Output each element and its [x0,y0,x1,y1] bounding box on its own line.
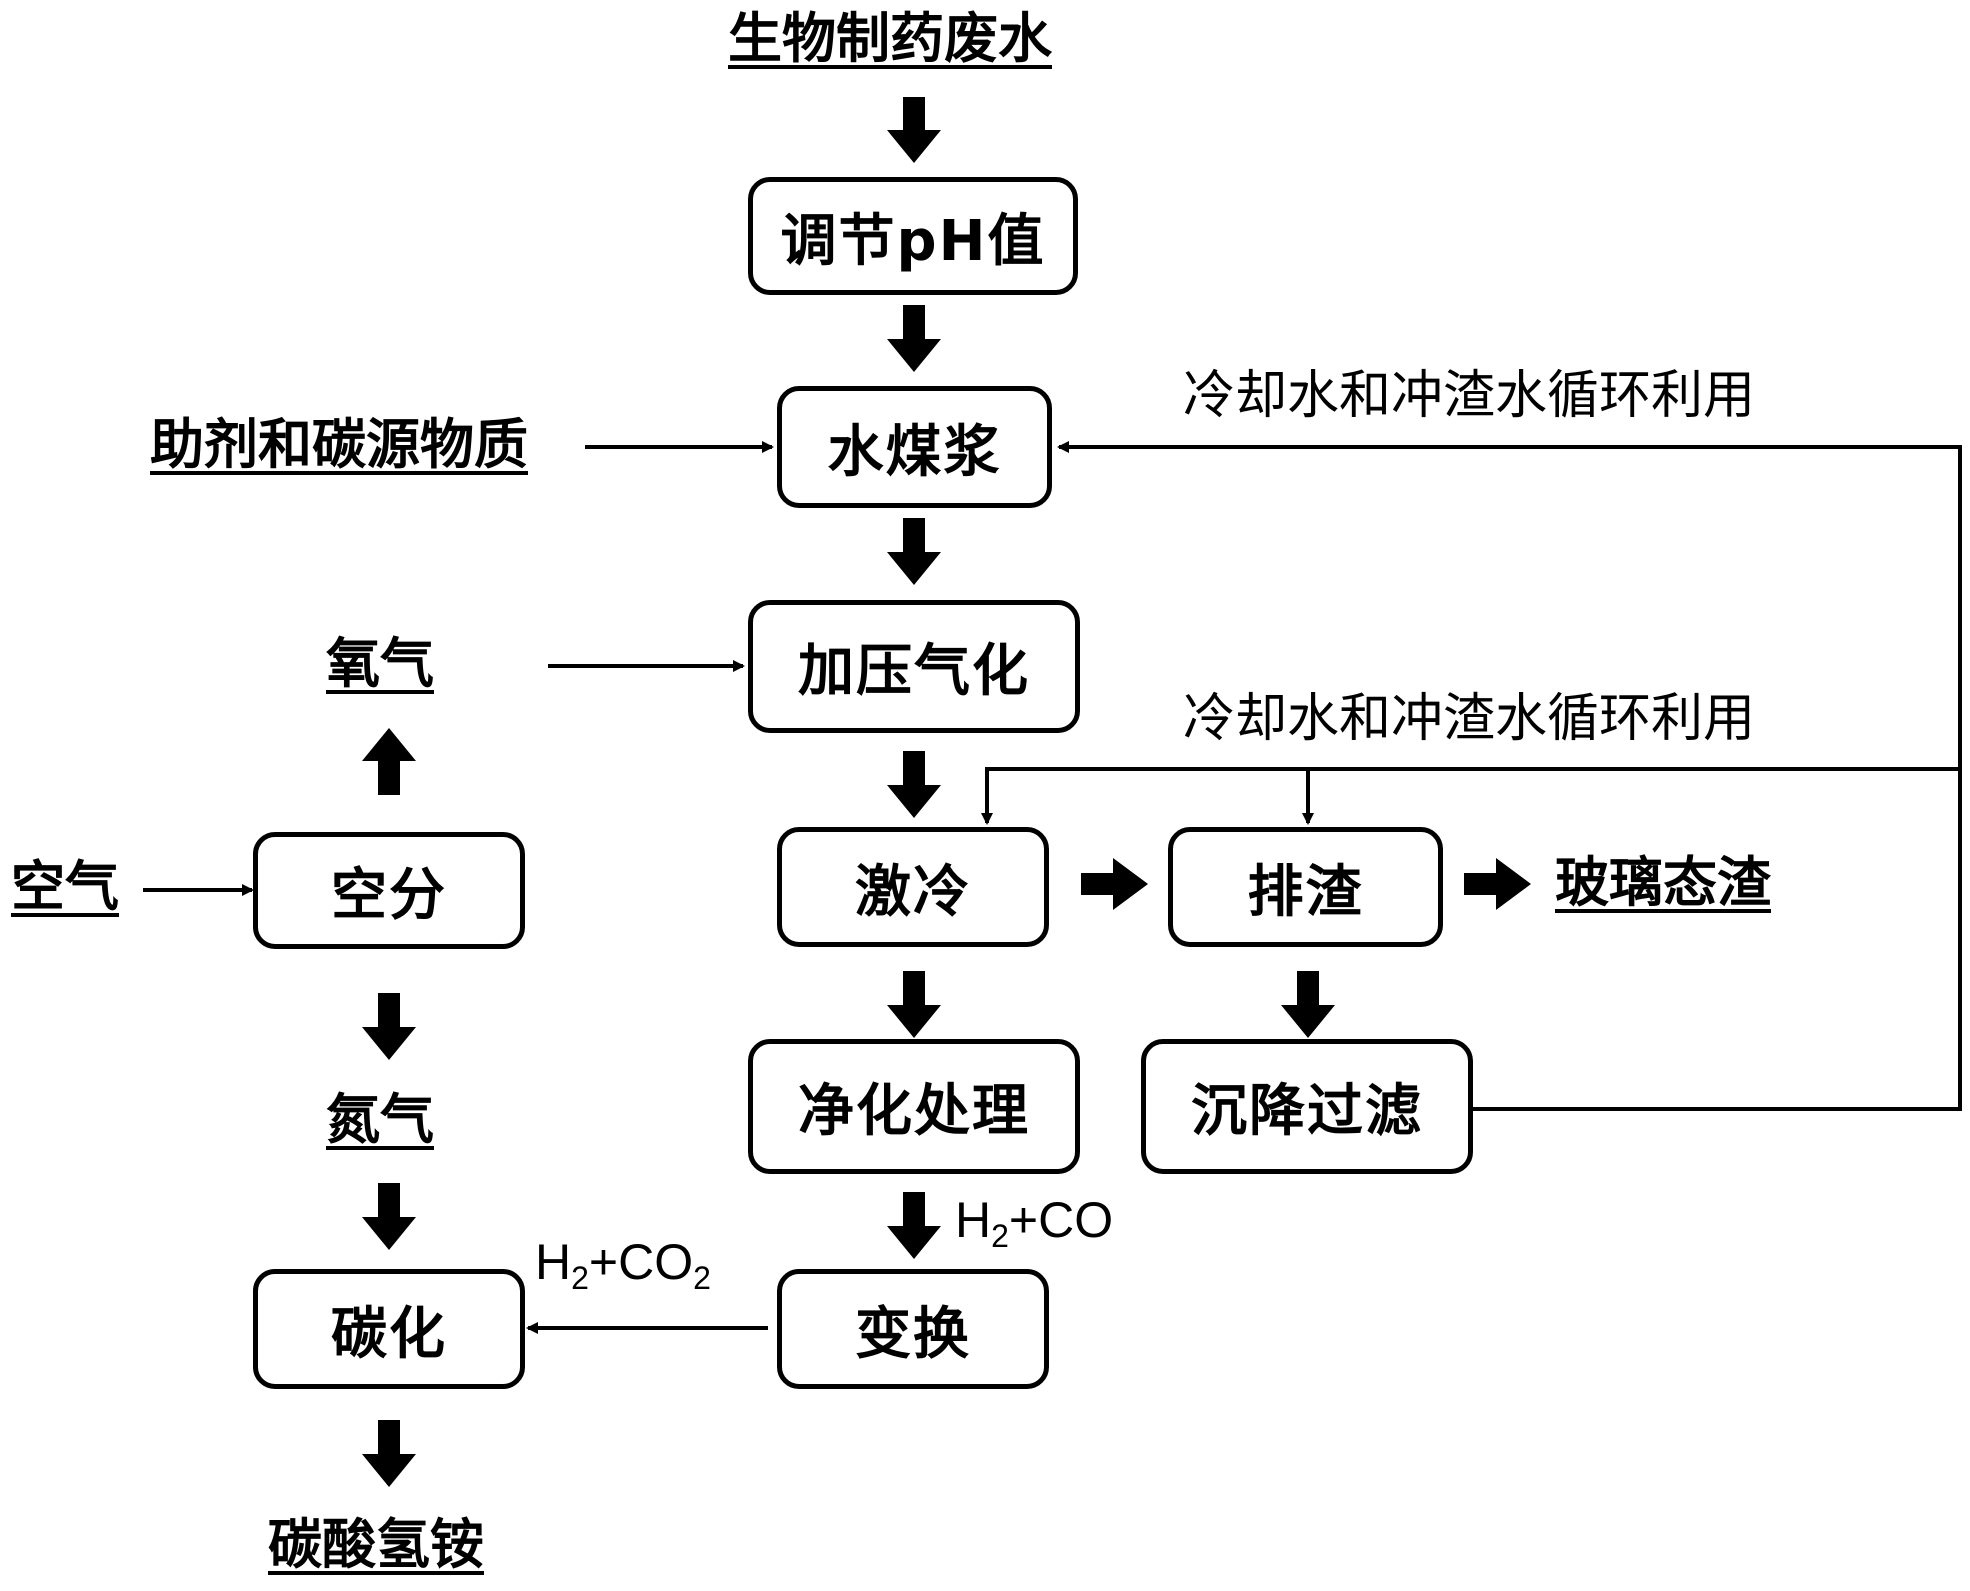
formula-h2-co2: H2+CO2 [535,1234,711,1296]
node-slag-discharge-label: 排渣 [1247,859,1364,925]
node-purification: 净化处理 [748,1039,1080,1174]
arrow-wastewater-to-ph [887,97,941,163]
arrow-quench-to-purification [887,971,941,1038]
node-shift-label: 变换 [855,1301,971,1367]
label-ammonium-bicarbonate: 碳酸氢铵 [268,1513,484,1576]
label-recycle-top: 冷却水和冲渣水循环利用 [1183,366,1756,426]
label-nitrogen: 氮气 [326,1088,434,1151]
node-pressure-gasification-label: 加压气化 [798,639,1030,704]
node-air-separation-label: 空分 [331,863,447,928]
node-settling-filtration: 沉降过滤 [1141,1039,1473,1174]
arrow-airsep-to-oxygen [362,728,416,795]
node-adjust-ph: 调节pH值 [748,177,1078,295]
node-shift: 变换 [777,1269,1049,1389]
node-quench: 激冷 [777,827,1049,947]
arrow-quench-to-slag [1081,858,1148,910]
arrow-gasification-to-quench [887,751,941,818]
node-slag-discharge: 排渣 [1168,827,1443,947]
node-water-coal-slurry: 水煤浆 [777,386,1052,508]
arrow-ph-to-slurry [887,305,941,372]
arrow-purification-to-shift [887,1192,941,1259]
arrow-carbonization-to-bicarbonate [362,1420,416,1487]
label-oxygen: 氧气 [326,632,434,695]
node-water-coal-slurry-label: 水煤浆 [827,419,1002,485]
line-recycle-loop-top [1057,441,1962,1111]
node-carbonization: 碳化 [253,1269,525,1389]
label-recycle-mid: 冷却水和冲渣水循环利用 [1183,689,1756,749]
label-wastewater: 生物制药废水 [728,7,1052,70]
label-additives: 助剂和碳源物质 [150,413,528,476]
arrow-nitrogen-to-carbonization [362,1183,416,1250]
thin-connectors [143,441,1962,1334]
node-settling-filtration-label: 沉降过滤 [1191,1079,1423,1144]
label-glassy-slag: 玻璃态渣 [1555,851,1771,914]
node-carbonization-label: 碳化 [331,1301,447,1367]
node-purification-label: 净化处理 [798,1079,1030,1144]
node-air-separation: 空分 [253,832,525,949]
block-arrows [362,97,1531,1487]
arrow-slurry-to-gasification [887,518,941,585]
arrow-airsep-to-nitrogen [362,993,416,1060]
node-adjust-ph-label: 调节pH值 [780,208,1046,274]
label-air: 空气 [11,855,119,918]
formula-h2-co: H2+CO [955,1192,1114,1254]
node-quench-label: 激冷 [855,859,971,925]
arrow-slag-to-settling [1281,971,1335,1038]
node-pressure-gasification: 加压气化 [748,600,1080,733]
line-recycle-loop-mid [981,767,1960,825]
arrow-slag-to-glassy [1464,858,1531,910]
